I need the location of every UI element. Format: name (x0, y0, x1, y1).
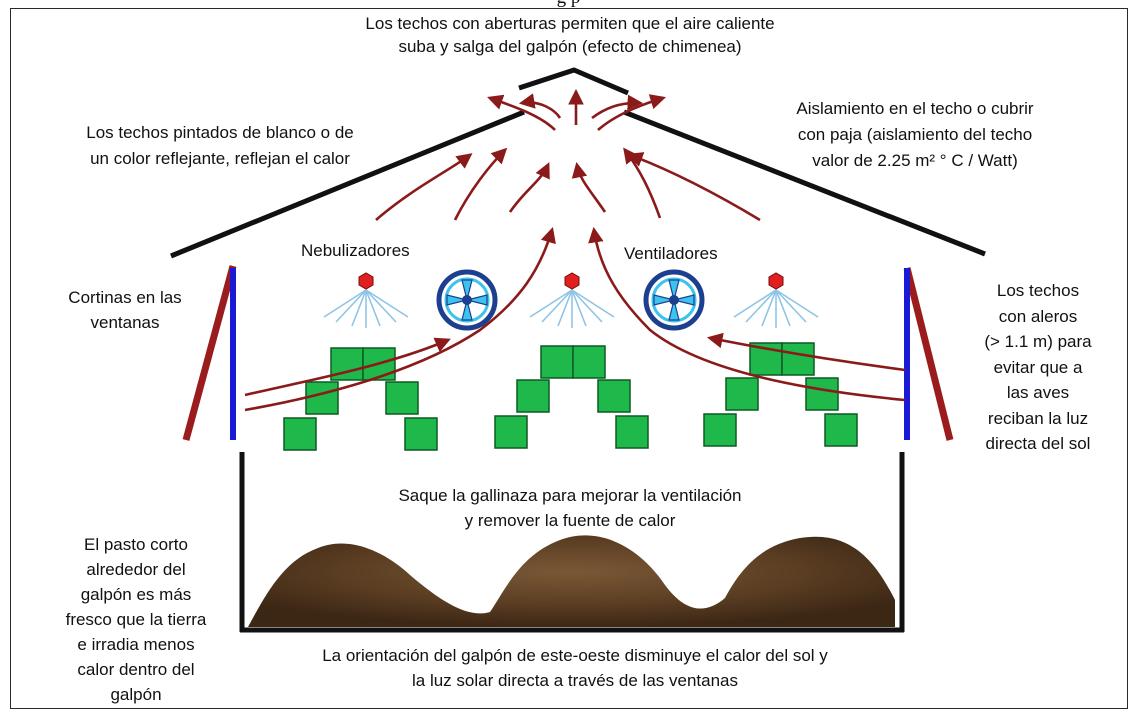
curtains-label: Cortinas en las ventanas (68, 288, 182, 332)
roof (170, 67, 986, 259)
white-roof-label: Los techos pintados de blanco o de un co… (86, 123, 354, 168)
nebulizer-nozzle-icon (323, 272, 409, 328)
diagram-frame (10, 8, 1128, 709)
nebulizer-nozzle-icon (733, 272, 819, 328)
left-window (182, 265, 237, 441)
fan-icon (436, 269, 498, 331)
nebulizer-nozzle-icon (529, 272, 615, 328)
fan-icon (643, 269, 705, 331)
grass-label: El pasto corto alrededor del galpón es m… (65, 535, 207, 704)
fans-label: Ventiladores (624, 244, 718, 263)
manure-mounds (248, 535, 895, 627)
eaves-label: Los techos con aleros (> 1.1 m) para evi… (984, 281, 1092, 453)
manure-label: Saque la gallinaza para mejorar la venti… (398, 486, 742, 530)
house-walls (239, 452, 905, 633)
nebulizers-label: Nebulizadores (301, 241, 410, 260)
caption-partial: g p (0, 0, 1137, 9)
bird-group-center (494, 345, 649, 449)
insulation-label: Aislamiento en el techo o cubrir con paj… (796, 99, 1034, 170)
bird-group-right (703, 342, 858, 447)
airflow-arrows (244, 88, 906, 412)
roof-openings-label: Los techos con aberturas permiten que el… (365, 14, 775, 56)
right-window (903, 267, 954, 441)
orientation-label: La orientación del galpón de este-oeste … (322, 646, 828, 690)
